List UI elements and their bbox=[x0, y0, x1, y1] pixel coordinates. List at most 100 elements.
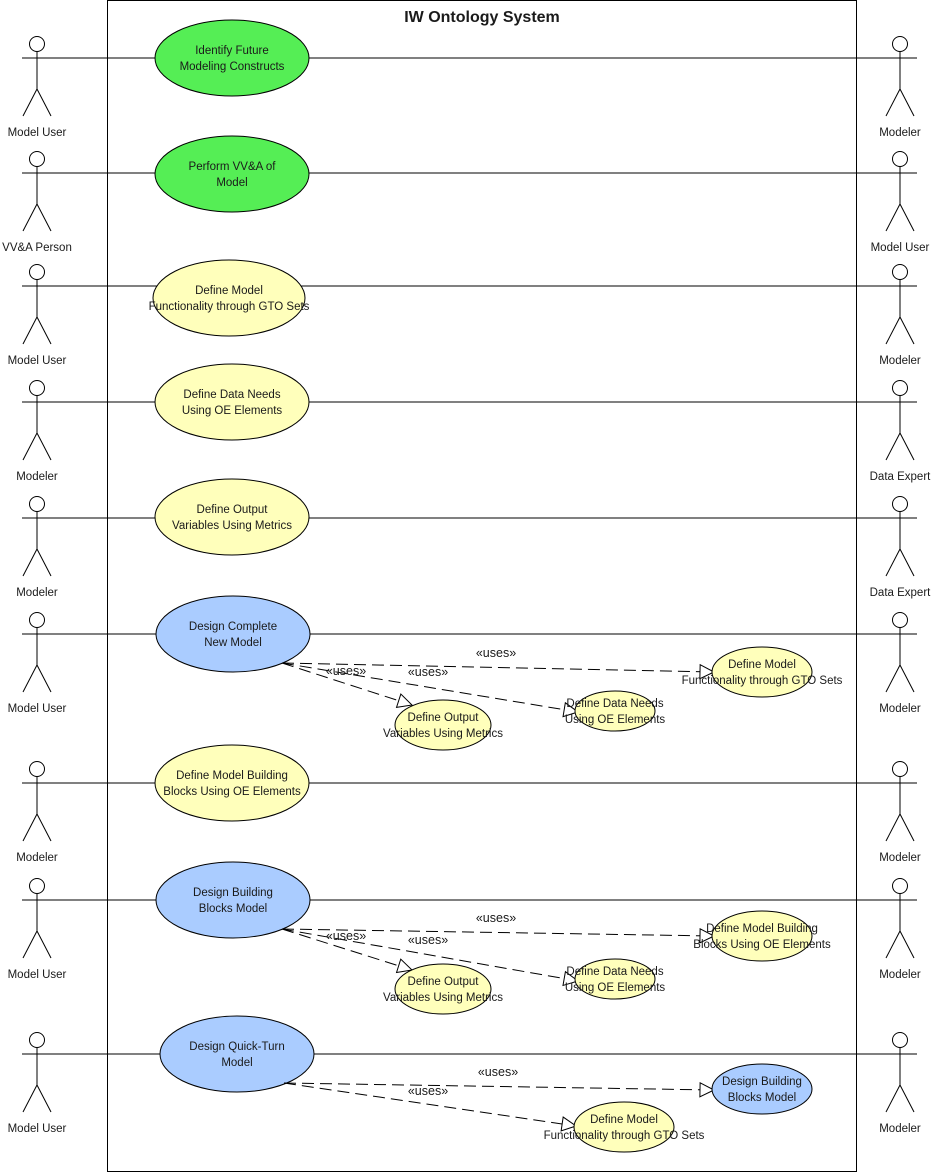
use-case-label: Functionality through GTO Sets bbox=[682, 675, 843, 687]
actor-leg bbox=[22, 813, 38, 842]
use-case-label: Identify Future bbox=[195, 45, 269, 57]
actor-left-2: Model User bbox=[8, 264, 67, 367]
use-case-label: Define Model Building bbox=[176, 770, 288, 782]
open-arrowhead bbox=[699, 927, 716, 944]
actor-leg bbox=[36, 930, 52, 959]
actor-right-8: Modeler bbox=[879, 1032, 921, 1135]
actor-left-3: Modeler bbox=[16, 380, 58, 483]
actor-left-1: VV&A Person bbox=[2, 151, 72, 254]
uses-label: «uses» bbox=[408, 1084, 448, 1098]
actor-leg bbox=[885, 1084, 901, 1113]
actor-leg bbox=[36, 88, 52, 117]
actor-leg bbox=[36, 548, 52, 577]
use-case-label: Define Data Needs bbox=[183, 389, 280, 401]
use-case-label: Model bbox=[216, 177, 247, 189]
actor-leg bbox=[899, 316, 915, 345]
use-case-label: Define Output bbox=[408, 976, 480, 988]
actor-head bbox=[29, 496, 45, 512]
system-title: IW Ontology System bbox=[404, 9, 560, 26]
dependency-line bbox=[281, 662, 579, 713]
actor-head bbox=[29, 151, 45, 167]
actor-label: Model User bbox=[8, 1123, 67, 1135]
use-case-ellipse bbox=[711, 1063, 813, 1115]
actor-leg bbox=[36, 316, 52, 345]
actor-label: Modeler bbox=[16, 587, 58, 599]
uses-label: «uses» bbox=[326, 929, 366, 943]
actor-right-7: Modeler bbox=[879, 878, 921, 981]
use-case-ellipse bbox=[154, 363, 310, 441]
actor-leg bbox=[899, 88, 915, 117]
actor-label: Modeler bbox=[879, 127, 921, 139]
use-case-label: Modeling Constructs bbox=[180, 61, 285, 73]
use-case-label: Design Building bbox=[193, 887, 273, 899]
actor-left-5: Model User bbox=[8, 612, 67, 715]
use-case-label: Using OE Elements bbox=[565, 982, 666, 994]
actor-leg bbox=[885, 930, 901, 959]
actor-label: Model User bbox=[8, 127, 67, 139]
actor-right-1: Model User bbox=[871, 151, 930, 254]
dependency-line bbox=[281, 928, 715, 937]
actor-right-0: Modeler bbox=[879, 36, 921, 139]
actor-leg bbox=[885, 316, 901, 345]
use-case-label: Perform VV&A of bbox=[189, 161, 277, 173]
actor-leg bbox=[899, 548, 915, 577]
open-arrowhead bbox=[699, 1081, 716, 1098]
actor-leg bbox=[885, 813, 901, 842]
actor-left-8: Model User bbox=[8, 1032, 67, 1135]
use-case-ellipse bbox=[574, 690, 656, 732]
actor-label: Modeler bbox=[879, 703, 921, 715]
actor-leg bbox=[885, 203, 901, 232]
use-case-label: Define Model bbox=[728, 659, 796, 671]
actor-label: Model User bbox=[871, 242, 930, 254]
actor-label: VV&A Person bbox=[2, 242, 72, 254]
open-arrowhead bbox=[395, 958, 414, 974]
actor-right-5: Modeler bbox=[879, 612, 921, 715]
actor-leg bbox=[36, 813, 52, 842]
actor-leg bbox=[899, 1084, 915, 1113]
actor-leg bbox=[22, 88, 38, 117]
actor-label: Modeler bbox=[879, 355, 921, 367]
dependency-line bbox=[281, 928, 413, 971]
use-case-ellipse bbox=[152, 259, 306, 337]
actor-head bbox=[29, 761, 45, 777]
use-case-label: New Model bbox=[204, 637, 262, 649]
actor-left-6: Modeler bbox=[16, 761, 58, 864]
actor-leg bbox=[36, 664, 52, 693]
actor-leg bbox=[36, 432, 52, 461]
actor-head bbox=[29, 264, 45, 280]
use-case-ellipse bbox=[154, 135, 310, 213]
actor-left-7: Model User bbox=[8, 878, 67, 981]
actor-head bbox=[892, 36, 908, 52]
use-case-label: Variables Using Metrics bbox=[172, 520, 292, 532]
use-case-ellipse bbox=[155, 861, 311, 939]
open-arrowhead bbox=[562, 970, 580, 987]
actor-leg bbox=[899, 203, 915, 232]
actor-leg bbox=[899, 432, 915, 461]
actor-label: Model User bbox=[8, 355, 67, 367]
actor-label: Modeler bbox=[879, 969, 921, 981]
actor-leg bbox=[899, 664, 915, 693]
actor-leg bbox=[22, 432, 38, 461]
actor-left-4: Modeler bbox=[16, 496, 58, 599]
actor-head bbox=[29, 380, 45, 396]
use-case-label: Blocks Using OE Elements bbox=[163, 786, 301, 798]
use-case-ellipse bbox=[394, 963, 492, 1015]
actor-head bbox=[892, 761, 908, 777]
actor-head bbox=[29, 612, 45, 628]
actor-head bbox=[29, 1032, 45, 1048]
use-case-ellipse bbox=[154, 19, 310, 97]
